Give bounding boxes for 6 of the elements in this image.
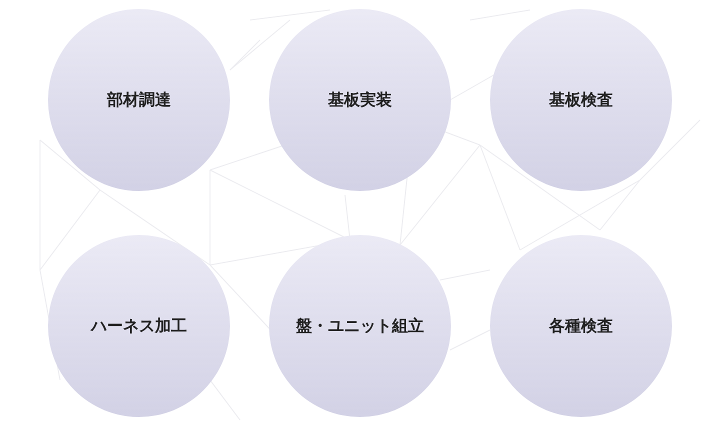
step-label: 各種検査 [549, 316, 613, 336]
step-label: 部材調達 [107, 90, 171, 110]
step-label: 基板検査 [549, 90, 613, 110]
step-label: ハーネス加工 [91, 316, 187, 336]
step-label: 盤・ユニット組立 [296, 316, 424, 336]
step-label: 基板実装 [328, 90, 392, 110]
